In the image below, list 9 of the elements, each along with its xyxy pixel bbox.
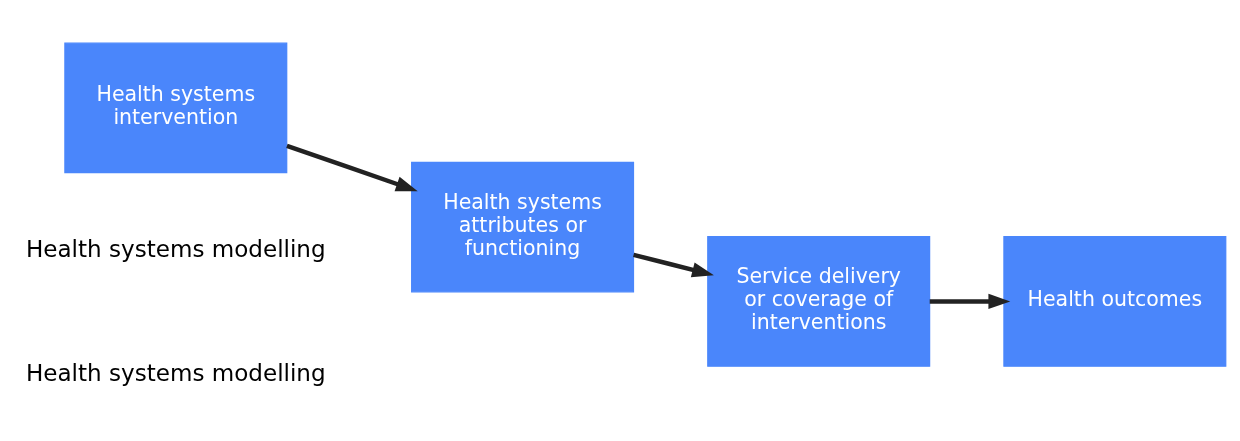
arrow (929, 293, 1011, 309)
node-box: Health systems attributes or functioning (411, 161, 635, 292)
arrow (286, 143, 418, 191)
arrow (633, 252, 714, 277)
label: Health systems modelling (25, 359, 326, 386)
node-box: Health systems intervention (64, 42, 288, 173)
node-box: Service delivery or coverage of interventions (707, 235, 931, 367)
label: Health systems modelling (25, 235, 326, 262)
node-box: Health outcomes (1003, 235, 1227, 367)
